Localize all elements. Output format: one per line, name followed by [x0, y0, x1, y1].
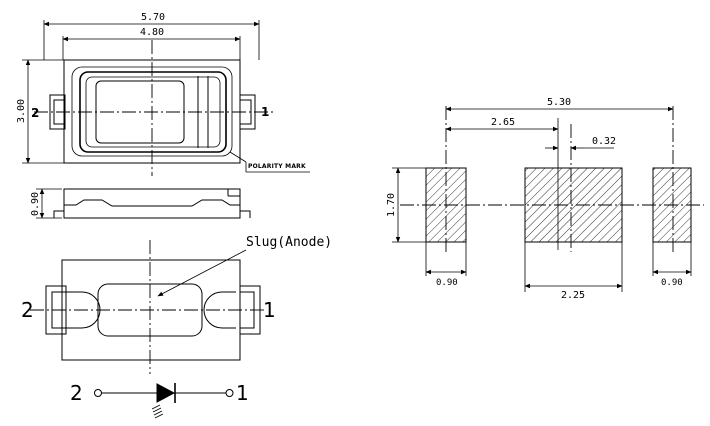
light-emission-icon: [151, 404, 164, 419]
side-profile: [64, 199, 240, 207]
dim-half-span: 2.65: [445, 117, 559, 132]
symbol-terminal-right: [225, 389, 234, 397]
dim-thickness: 0.90: [30, 188, 62, 219]
symbol-terminal-left: [94, 389, 102, 397]
diode-triangle-icon: [156, 383, 176, 403]
slug-leader: [157, 249, 247, 297]
side-body: [63, 188, 241, 219]
side-view: 0.90: [30, 188, 251, 219]
dim-height: 3.00: [16, 59, 64, 164]
top-view: 5.70 4.80 3.00 2 1: [16, 12, 310, 176]
dim-label-height: 3.00: [16, 99, 27, 123]
polarity-mark-label: POLARITY MARK: [248, 163, 306, 170]
dim-offset: 0.32: [545, 136, 616, 151]
top-pin-right-label: 1: [261, 105, 269, 119]
dim-body-width: 4.80: [62, 27, 241, 60]
dim-label-thickness: 0.90: [30, 192, 41, 216]
dim-label-half-span: 2.65: [491, 117, 515, 128]
dim-label-center-pad-width: 2.25: [561, 290, 585, 301]
dim-label-overall-width: 5.70: [141, 12, 165, 23]
bottom-right-pad: [203, 291, 236, 329]
slug-label: Slug(Anode): [246, 235, 332, 250]
footprint: 5.30 2.65 0.32 1.70 0.90: [386, 97, 704, 301]
polarity-mark: POLARITY MARK: [229, 151, 310, 173]
dim-center-pad-width: 2.25: [524, 242, 623, 301]
symbol-pin-right-label: 1: [236, 381, 249, 405]
symbol-pin-left-label: 2: [70, 381, 83, 405]
bottom-pin-left-label: 2: [21, 298, 34, 322]
dim-left-pad-width: 0.90: [425, 242, 467, 288]
diode-symbol: 2 1: [70, 381, 249, 419]
dim-label-left-pad-width: 0.90: [436, 278, 458, 288]
bottom-view: Slug(Anode) 2 1: [21, 235, 332, 374]
dim-label-pad-height: 1.70: [386, 193, 397, 217]
dim-total-span: 5.30: [445, 97, 674, 112]
dim-right-pad-width: 0.90: [652, 242, 692, 288]
dim-label-body-width: 4.80: [140, 27, 164, 38]
side-right-lead: [240, 210, 251, 218]
dim-label-total-span: 5.30: [547, 97, 571, 108]
dim-label-offset: 0.32: [592, 136, 616, 147]
top-pin-left-label: 2: [31, 106, 39, 120]
dim-label-right-pad-width: 0.90: [661, 278, 683, 288]
bottom-pin-right-label: 1: [263, 298, 276, 322]
dim-overall-width: 5.70: [43, 12, 260, 60]
dim-pad-height: 1.70: [386, 167, 426, 243]
side-left-lead: [53, 210, 64, 218]
